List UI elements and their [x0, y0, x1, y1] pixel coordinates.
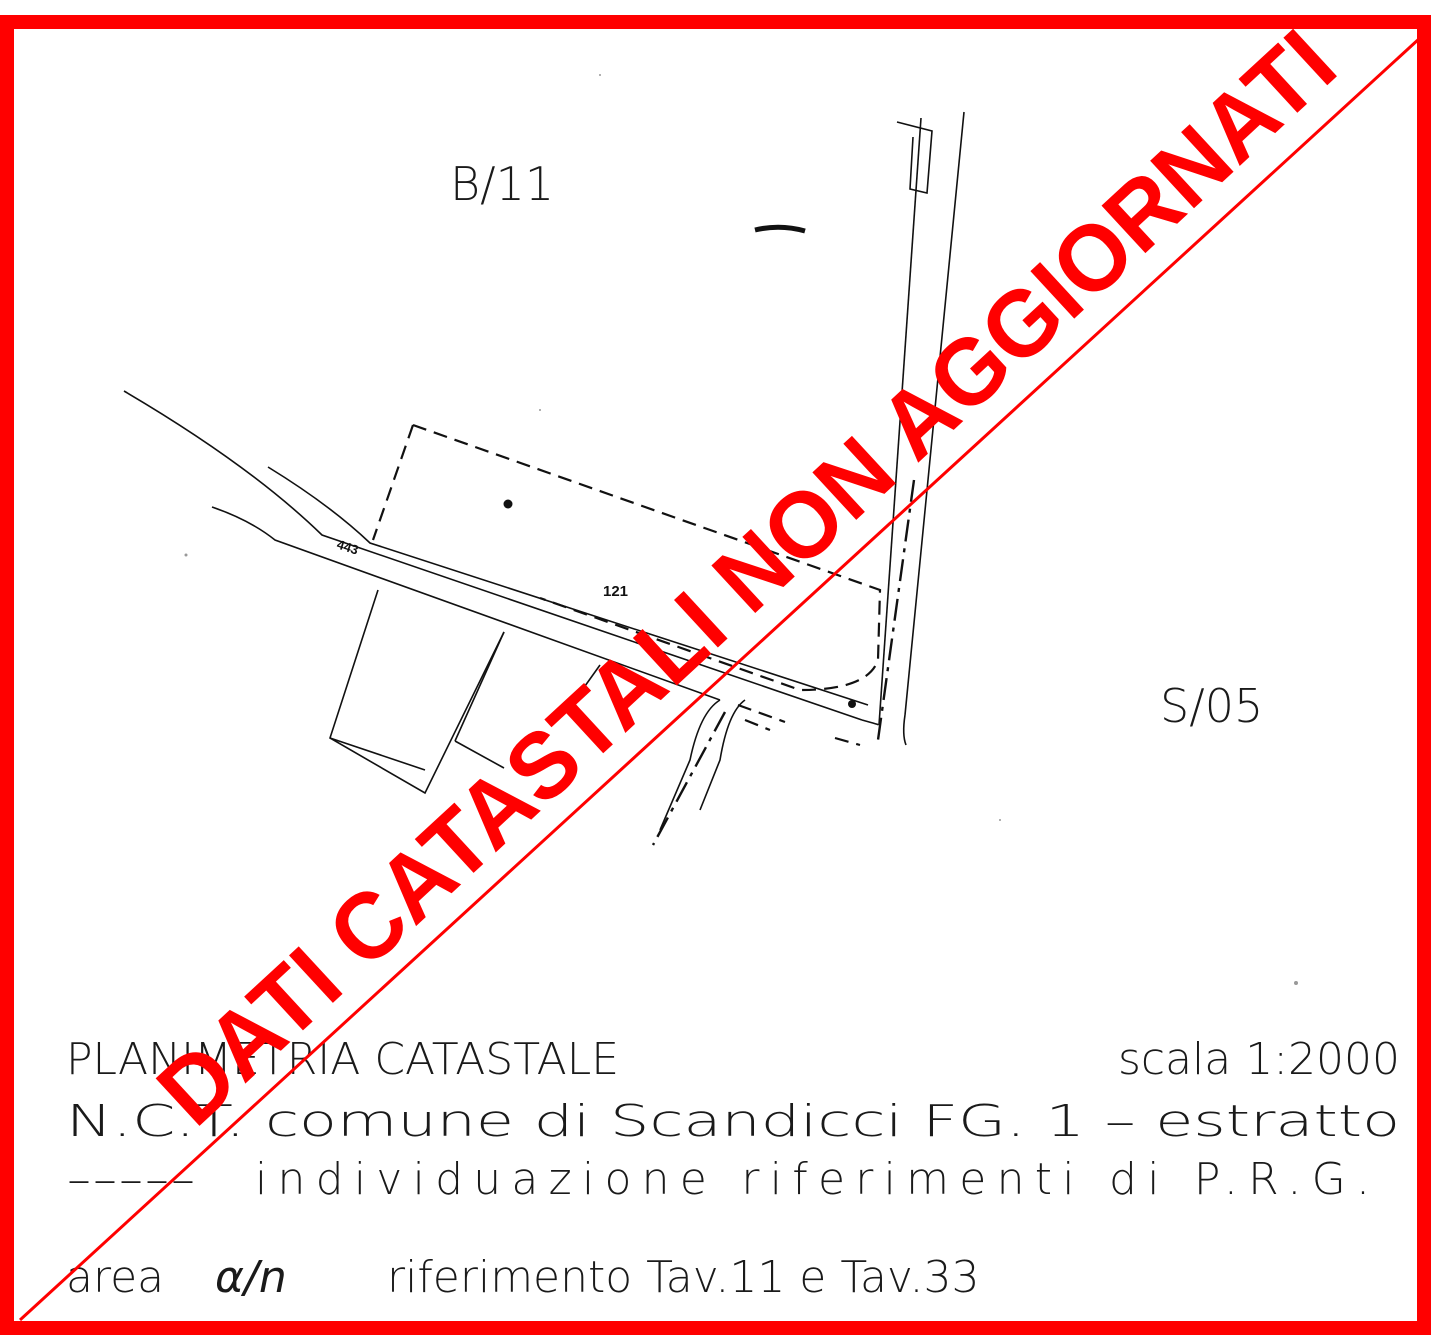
legend-area-prefix: area: [66, 1252, 164, 1303]
stamp-strike-line: [18, 36, 1422, 1322]
parcel-number-121: 121: [603, 583, 628, 600]
vertical-road: [876, 111, 965, 746]
stamp-text: DATI CATASTALI NON AGGIORNATI: [137, 10, 1355, 1145]
legend-area-text: riferimento Tav.11 e Tav.33: [387, 1252, 980, 1303]
legend-area-alpha: α/n: [215, 1252, 287, 1303]
legend-reference: N.C.T. comune di Scandicci FG. 1 – estra…: [66, 1096, 1400, 1147]
ink-smudge: [754, 224, 806, 234]
legend-title: PLANIMETRIA CATASTALE: [66, 1034, 619, 1085]
buildings: [329, 589, 601, 795]
parcel-121-boundary: [371, 423, 882, 708]
legend-symbol: -----: [66, 1154, 196, 1205]
legend-prg: individuazione riferimenti di P.R.G.: [255, 1154, 1370, 1205]
legend-scale: scala 1:2000: [1118, 1034, 1400, 1085]
zone-label-b11: B/11: [450, 157, 554, 211]
parcel-number-443: 443: [335, 537, 360, 558]
diagonal-road: [123, 390, 880, 846]
scan-noise: [184, 74, 1298, 985]
zone-label-s05: S/05: [1160, 679, 1263, 733]
red-frame: [0, 15, 1431, 1335]
